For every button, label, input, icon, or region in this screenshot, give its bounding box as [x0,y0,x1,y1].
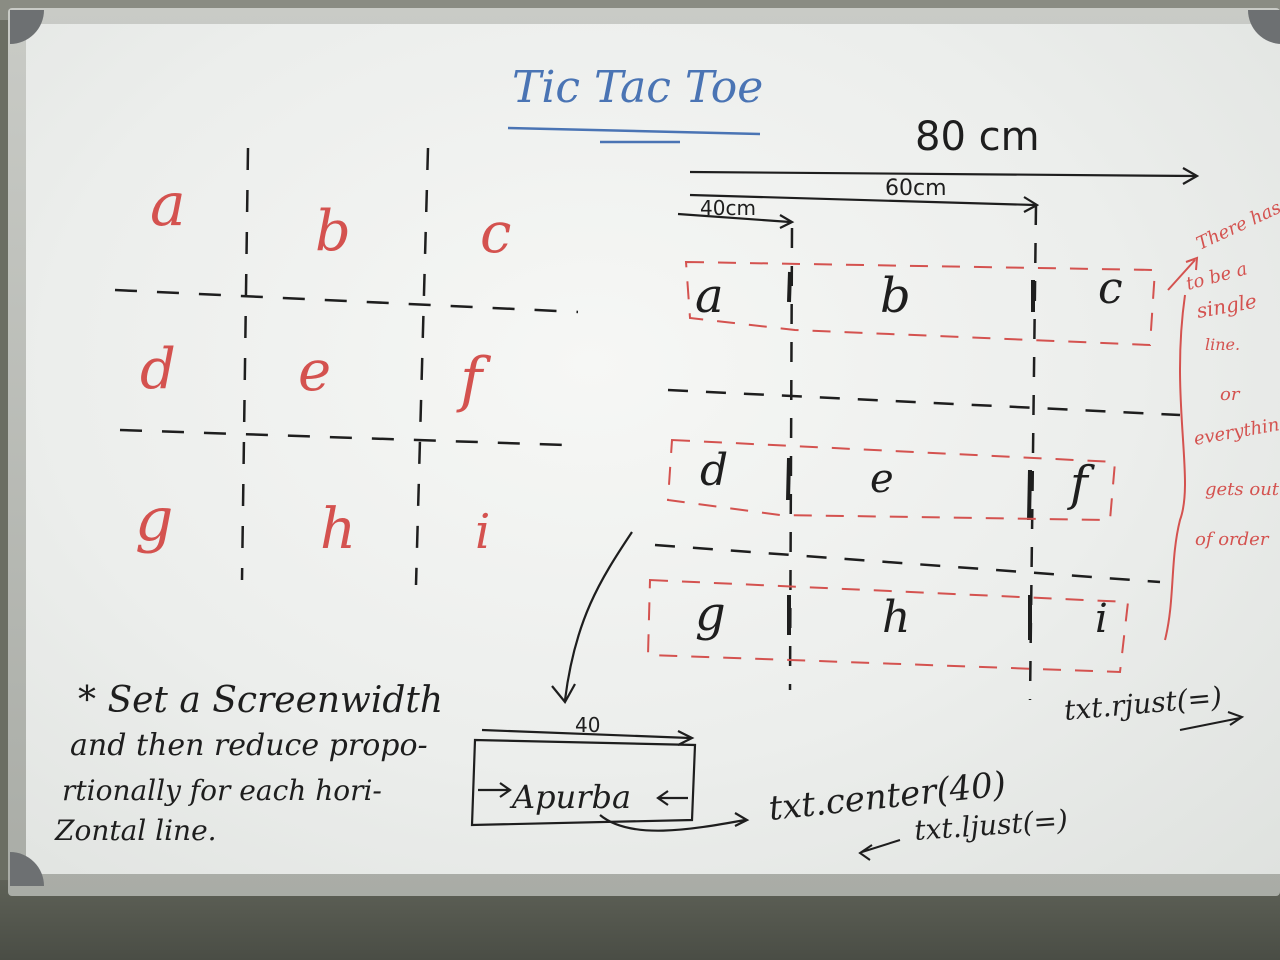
left-cell-a: a [150,170,186,240]
whiteboard-surface [26,24,1280,874]
right-cell-e: e [870,456,894,502]
right-cell-h: h [882,592,910,643]
left-grid-letters: a b c d e f g h i [135,170,511,562]
code-rjust: txt.rjust(=) [1063,680,1224,727]
instruction-line-2: and then reduce propo- [70,728,428,763]
example-text: Apurba [509,778,631,816]
instruction-line-4: Zontal line. [54,814,217,847]
red-note-line-7: gets out [1205,479,1280,500]
left-cell-f: f [456,345,492,415]
right-cell-g: g [695,586,726,642]
example-box [470,728,750,832]
instruction-line-3: rtionally for each hori- [62,774,382,807]
red-note-line-5: or [1220,384,1241,405]
dimension-arrows [677,167,1200,229]
red-note-line-6: everything [1192,412,1280,450]
red-note-bracket [1164,256,1199,641]
right-cell-b: b [880,268,911,324]
example-width-label: 40 [575,713,600,737]
left-cell-g: g [135,485,173,555]
red-note-line-1: There has [1193,197,1280,254]
left-cell-e: e [298,339,331,404]
right-cell-f: f [1067,456,1095,512]
left-grid-lines [114,147,579,586]
dimension-middle: 60cm [885,176,947,201]
left-cell-h: h [320,497,356,562]
rjust-arrow [1179,711,1245,731]
red-note-line-8: of order [1195,529,1270,550]
curved-arrow-head [551,683,576,704]
right-cell-i: i [1095,596,1108,642]
left-cell-c: c [480,201,511,266]
red-note-line-3: single [1195,289,1259,323]
curved-arrow [563,531,633,701]
right-cell-a: a [695,268,724,324]
right-cell-c: c [1098,263,1123,314]
right-grid-solid-marks [786,271,1035,640]
left-cell-b: b [315,199,351,264]
right-cell-d: d [700,445,728,496]
instruction-note: * Set a Screenwidth and then reduce prop… [54,680,443,847]
dimension-first: 40cm [700,196,756,220]
left-cell-d: d [140,337,176,402]
left-cell-i: i [475,504,490,560]
title-underline [507,126,761,136]
right-grid-letters: a b c d e f g h i [695,263,1123,643]
red-side-note: There has to be a single line. or everyt… [1184,197,1280,550]
red-note-line-4: line. [1205,335,1240,354]
right-row-boxes [646,260,1157,674]
board-title: Tic Tac Toe [512,62,763,113]
instruction-line-1: * Set a Screenwidth [78,680,443,721]
ljust-arrow [858,839,901,861]
dimension-total: 80 cm [915,114,1040,160]
red-note-line-2: to be a [1184,258,1250,294]
